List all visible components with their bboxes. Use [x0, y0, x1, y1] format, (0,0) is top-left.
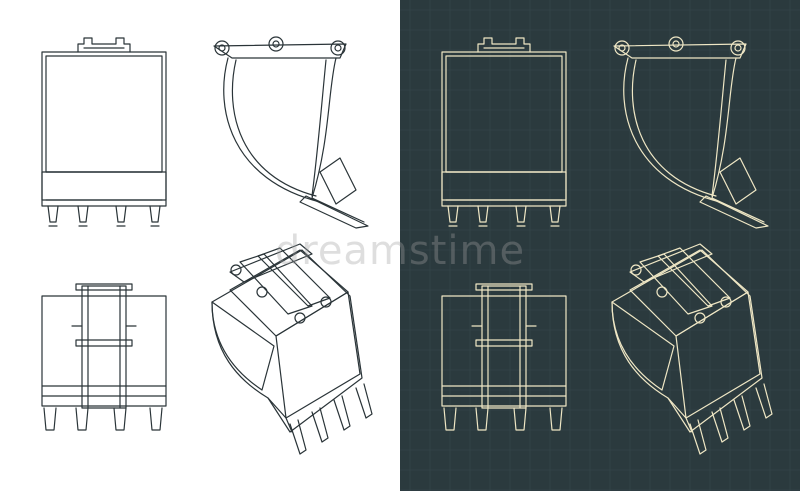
light-blueprint-panel	[0, 0, 400, 491]
side-view	[613, 36, 769, 229]
dark-blueprint-drawing	[400, 0, 800, 491]
rear-view	[41, 283, 167, 431]
rear-view	[441, 283, 567, 431]
isometric-view	[611, 243, 773, 455]
front-view	[41, 37, 167, 227]
panel-background	[0, 0, 400, 491]
light-blueprint-drawing	[0, 0, 400, 491]
front-view	[441, 37, 567, 227]
dark-blueprint-panel	[400, 0, 800, 491]
blueprint-grid	[400, 0, 800, 491]
side-view	[213, 36, 369, 229]
panel-background	[400, 0, 800, 491]
isometric-view	[211, 243, 373, 455]
